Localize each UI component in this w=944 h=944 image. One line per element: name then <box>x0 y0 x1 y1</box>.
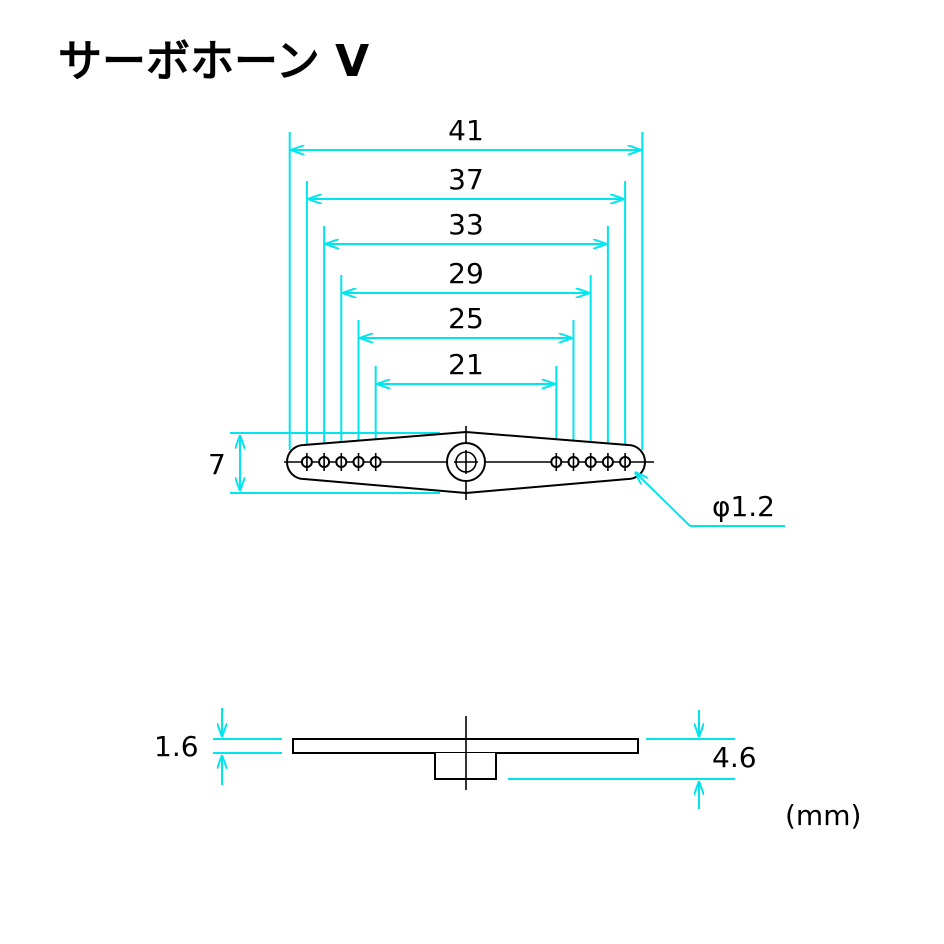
mounting-hole <box>619 453 632 471</box>
mounting-hole <box>335 453 348 471</box>
thickness-label: 1.6 <box>154 730 199 763</box>
spacing-dimension-29: 29 <box>340 257 592 450</box>
spacing-label-33: 33 <box>448 208 484 241</box>
hole-spacing-dimensions: 41 37 33 29 25 21 <box>288 114 644 450</box>
mounting-holes <box>300 453 632 471</box>
servo-horn-side-view <box>292 716 639 790</box>
hole-diameter-label: φ1.2 <box>712 490 775 523</box>
mounting-hole <box>369 453 382 471</box>
total-height-label: 4.6 <box>712 741 757 774</box>
spacing-label-25: 25 <box>448 302 484 335</box>
mounting-hole <box>601 453 614 471</box>
spacing-label-29: 29 <box>448 257 484 290</box>
spacing-dimension-21: 21 <box>374 348 558 450</box>
spacing-label-37: 37 <box>448 163 484 196</box>
height-label: 7 <box>208 448 226 481</box>
servo-horn-top-view <box>284 426 654 500</box>
spacing-label-21: 21 <box>448 348 484 381</box>
mounting-hole <box>318 453 331 471</box>
mounting-hole <box>300 453 313 471</box>
mounting-hole <box>550 453 563 471</box>
unit-label: (mm) <box>785 799 861 832</box>
spacing-label-41: 41 <box>448 114 484 147</box>
height-dimension: 7 <box>208 432 440 494</box>
mounting-hole <box>352 453 365 471</box>
spacing-dimension-33: 33 <box>323 208 609 450</box>
total-height-dimension: 4.6 <box>508 710 757 809</box>
mounting-hole <box>567 453 580 471</box>
spacing-dimension-41: 41 <box>288 114 644 450</box>
hole-diameter-callout: φ1.2 <box>635 472 785 527</box>
mounting-hole <box>584 453 597 471</box>
spacing-dimension-37: 37 <box>305 163 627 450</box>
thickness-dimension: 1.6 <box>154 708 282 785</box>
spacing-dimension-25: 25 <box>357 302 575 450</box>
page-title: サーボホーン V <box>58 36 369 87</box>
